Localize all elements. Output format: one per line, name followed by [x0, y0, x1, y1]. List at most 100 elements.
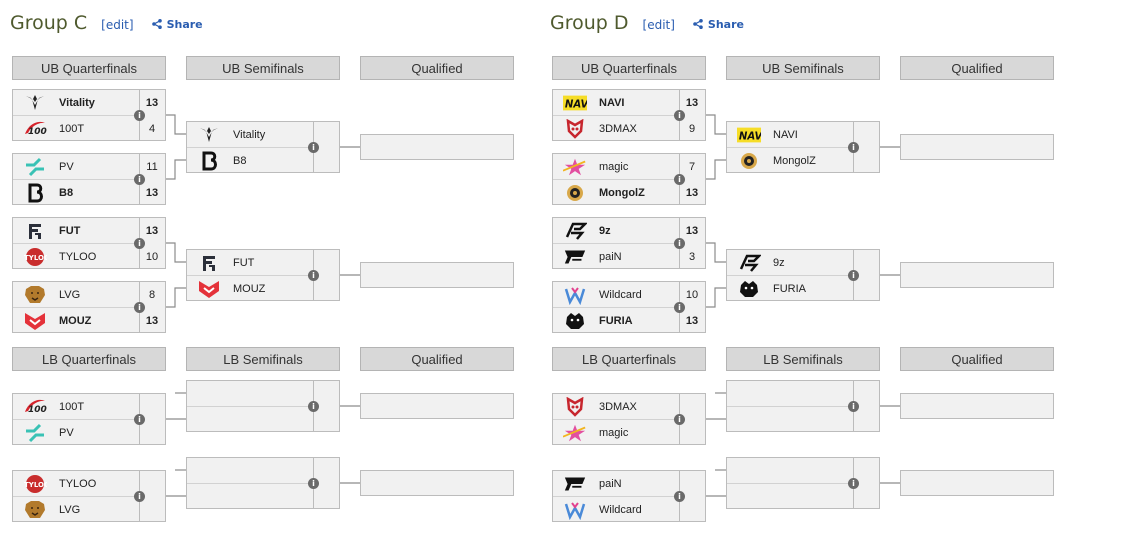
svg-text:100T: 100T	[28, 405, 47, 415]
team-name: 100T	[59, 401, 85, 413]
score: 11	[146, 161, 158, 173]
match-ubqf-3[interactable]: FUT TYLOO TYLOO 13 10 i	[12, 217, 166, 269]
match-info-icon[interactable]: i	[848, 142, 859, 153]
9z-logo-icon	[563, 221, 587, 241]
match-lbqf-1[interactable]: 3DMAX magic i	[552, 393, 706, 445]
match-lbsf-1[interactable]: i	[726, 380, 880, 432]
team-row: PV	[13, 154, 139, 180]
team-name: NAVI	[773, 129, 798, 141]
team-row: LVG	[13, 282, 139, 308]
team-row: magic	[553, 154, 679, 180]
team-row: MongolZ	[727, 148, 853, 174]
share-button[interactable]: Share	[693, 18, 744, 31]
qualified-slot	[900, 262, 1054, 288]
3dmax-logo-icon	[563, 397, 587, 417]
match-info-icon[interactable]: i	[308, 401, 319, 412]
share-icon	[151, 19, 162, 29]
match-info-icon[interactable]: i	[308, 270, 319, 281]
match-info-icon[interactable]: i	[134, 491, 145, 502]
pv-logo-icon	[23, 157, 47, 177]
match-info-icon[interactable]: i	[134, 302, 145, 313]
team-row: TYLOO TYLOO	[13, 244, 139, 270]
match-info-icon[interactable]: i	[308, 478, 319, 489]
score: 13	[685, 187, 699, 199]
score: 13	[685, 315, 699, 327]
match-ubsf-2[interactable]: 9z FURIA i	[726, 249, 880, 301]
match-info-icon[interactable]: i	[674, 302, 685, 313]
team-row: 100T 100T	[13, 116, 139, 142]
team-row: 100T 100T	[13, 394, 139, 420]
match-lbqf-2[interactable]: TYLOO TYLOO LVG i	[12, 470, 166, 522]
team-name: FURIA	[773, 283, 806, 295]
pv-logo-icon	[23, 423, 47, 443]
match-info-icon[interactable]: i	[674, 174, 685, 185]
team-row: NAVI NAVI	[553, 90, 679, 116]
edit-link[interactable]: [edit]	[101, 18, 134, 32]
match-ubsf-1[interactable]: NAVI NAVI MongolZ i	[726, 121, 880, 173]
team-row: LVG	[13, 497, 139, 523]
header-ub-quarterfinals: UB Quarterfinals	[552, 56, 706, 80]
match-info-icon[interactable]: i	[848, 478, 859, 489]
match-info-icon[interactable]: i	[134, 174, 145, 185]
match-info-icon[interactable]: i	[134, 238, 145, 249]
team-row: FURIA	[553, 308, 679, 334]
score: 13	[685, 225, 699, 237]
fut-logo-icon	[23, 221, 47, 241]
team-name: 100T	[59, 123, 85, 135]
team-row: paiN	[553, 471, 679, 497]
pain-logo-icon	[563, 247, 587, 267]
team-name: MOUZ	[59, 315, 92, 327]
share-button[interactable]: Share	[151, 18, 203, 31]
match-info-icon[interactable]: i	[134, 414, 145, 425]
match-info-icon[interactable]: i	[674, 110, 685, 121]
match-ubqf-1[interactable]: NAVI NAVI 3DMAX 13 9 i	[552, 89, 706, 141]
match-ubqf-3[interactable]: 9z paiN 13 3 i	[552, 217, 706, 269]
team-row: MOUZ	[187, 276, 313, 302]
match-ubsf-2[interactable]: FUT MOUZ i	[186, 249, 340, 301]
score: 3	[688, 251, 696, 263]
qualified-slot	[900, 470, 1054, 496]
100t-logo-icon: 100T	[23, 397, 47, 417]
qualified-slot	[360, 262, 514, 288]
svg-text:TYLOO: TYLOO	[24, 254, 47, 262]
match-ubqf-2[interactable]: PV B8 11 13 i	[12, 153, 166, 205]
team-name: Vitality	[59, 97, 95, 109]
match-info-icon[interactable]: i	[848, 401, 859, 412]
navi-logo-icon: NAVI	[563, 93, 587, 113]
share-label: Share	[707, 17, 744, 31]
team-row: magic	[553, 420, 679, 446]
svg-text:TYLOO: TYLOO	[24, 481, 47, 489]
match-lbsf-2[interactable]: i	[726, 457, 880, 509]
match-ubsf-1[interactable]: Vitality B8 i	[186, 121, 340, 173]
match-info-icon[interactable]: i	[848, 270, 859, 281]
match-lbqf-1[interactable]: 100T 100T PV i	[12, 393, 166, 445]
match-ubqf-1[interactable]: Vitality 100T 100T 13 4 i	[12, 89, 166, 141]
match-ubqf-2[interactable]: magic MongolZ 7 13 i	[552, 153, 706, 205]
lvg-logo-icon	[23, 285, 47, 305]
tyloo-logo-icon: TYLOO	[23, 474, 47, 494]
match-lbqf-2[interactable]: paiN Wildcard i	[552, 470, 706, 522]
match-ubqf-4[interactable]: LVG MOUZ 8 13 i	[12, 281, 166, 333]
match-info-icon[interactable]: i	[674, 491, 685, 502]
match-info-icon[interactable]: i	[134, 110, 145, 121]
group-d-title: Group D [edit] Share	[550, 12, 744, 34]
score: 13	[145, 225, 159, 237]
match-lbsf-2[interactable]: i	[186, 457, 340, 509]
match-info-icon[interactable]: i	[674, 414, 685, 425]
team-name: MongolZ	[773, 155, 816, 167]
match-info-icon[interactable]: i	[308, 142, 319, 153]
team-name: 3DMAX	[599, 123, 637, 135]
match-ubqf-4[interactable]: Wildcard FURIA 10 13 i	[552, 281, 706, 333]
group-c-title: Group C [edit] Share	[10, 12, 203, 34]
team-name: LVG	[59, 504, 81, 516]
match-info-icon[interactable]: i	[674, 238, 685, 249]
b8-logo-icon	[23, 183, 47, 203]
edit-link[interactable]: [edit]	[642, 18, 675, 32]
team-row: Wildcard	[553, 497, 679, 523]
navi-logo-icon: NAVI	[737, 125, 761, 145]
team-name: magic	[599, 427, 629, 439]
team-row: 9z	[727, 250, 853, 276]
svg-text:NAVI: NAVI	[739, 132, 761, 143]
match-lbsf-1[interactable]: i	[186, 380, 340, 432]
pain-logo-icon	[563, 474, 587, 494]
